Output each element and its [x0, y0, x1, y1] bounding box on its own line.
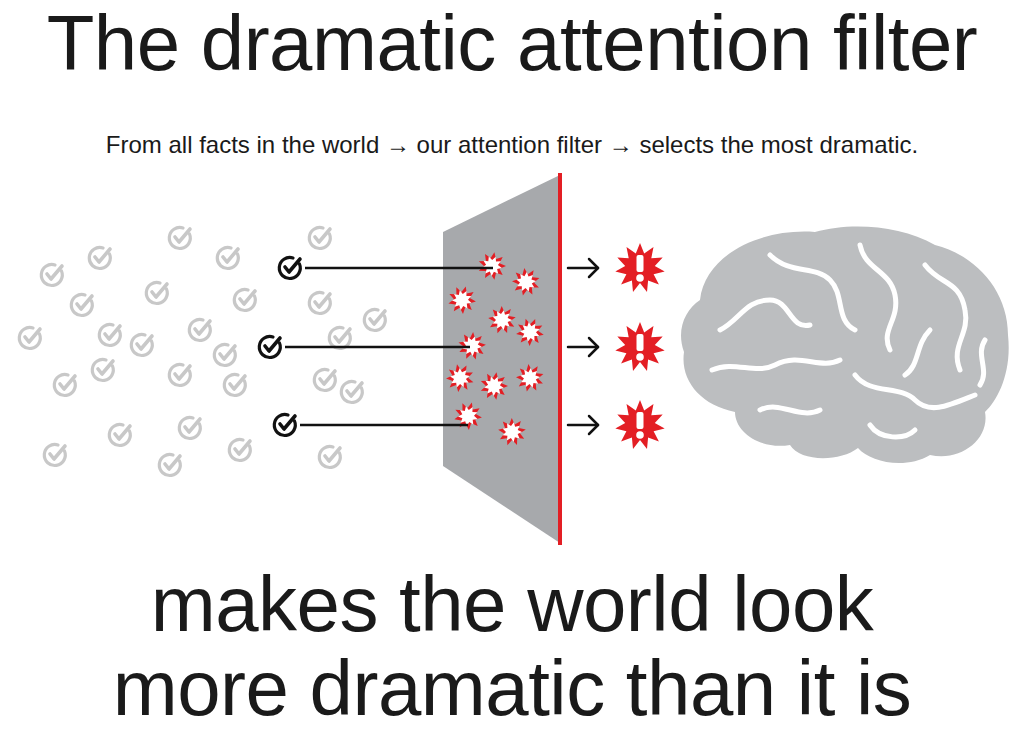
brain [681, 226, 1009, 463]
title: The dramatic attention filter [0, 4, 1024, 82]
fact-lines [285, 268, 493, 425]
dramatic-icons [615, 243, 664, 449]
filter-panel [443, 175, 560, 543]
output-arrows [568, 259, 598, 434]
filter-edge [558, 173, 562, 545]
text-measure: From all facts in the world → our attent… [106, 131, 918, 158]
caption: makes the world look more dramatic than … [12, 562, 1012, 730]
fact-icons [19, 227, 385, 475]
subtitle: From all facts in the world → our attent… [0, 130, 1024, 160]
filter-holes [446, 252, 544, 445]
text-measure: The dramatic attention filter [47, 0, 978, 87]
